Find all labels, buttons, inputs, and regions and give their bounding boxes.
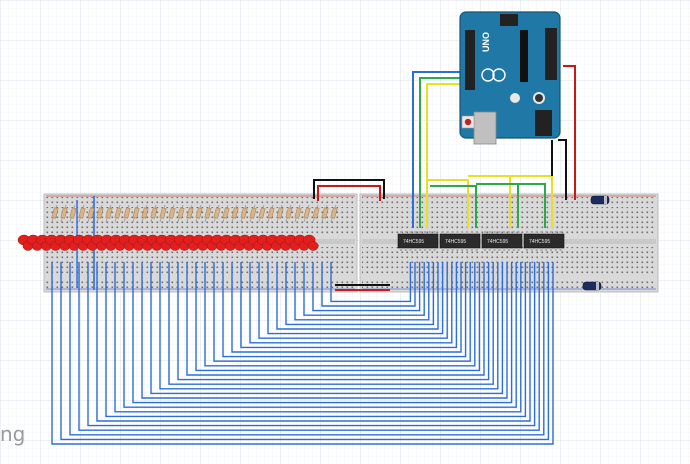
resistor [123, 204, 131, 223]
resistor [321, 204, 329, 223]
resistor-row [51, 204, 338, 223]
resistor [249, 204, 257, 223]
led-wire [78, 262, 540, 431]
chip-4: 74HC595 [523, 231, 565, 251]
led-wire [294, 262, 430, 321]
resistor [330, 204, 338, 223]
led-wire [213, 262, 471, 362]
resistor [258, 204, 266, 223]
power-jack [535, 110, 552, 136]
led-wire [96, 262, 531, 422]
resistor [168, 204, 176, 223]
atmega-chip [520, 30, 528, 82]
led-wire [303, 262, 425, 316]
resistor [60, 204, 68, 223]
resistor [87, 204, 95, 223]
led-wire [159, 262, 499, 390]
led-wire [258, 262, 448, 339]
capacitor-top [590, 195, 610, 205]
control-wires [412, 65, 576, 228]
shift-register-chips: 74HC595 74HC595 74HC595 74HC595 [397, 231, 565, 251]
arduino-logo [481, 68, 495, 82]
led-wire [132, 262, 513, 404]
resistor [222, 204, 230, 223]
chip-label: 74HC595 [403, 239, 424, 245]
capacitor-2 [510, 93, 520, 103]
resistor [141, 204, 149, 223]
resistor [96, 204, 104, 223]
resistor [303, 204, 311, 223]
resistor [69, 204, 77, 223]
led-wire [123, 262, 517, 408]
chip-label: 74HC595 [529, 239, 550, 245]
led-wire [231, 262, 462, 353]
led-wire [105, 262, 527, 418]
resistor [186, 204, 194, 223]
led-wire [87, 262, 536, 427]
resistor [51, 204, 59, 223]
chip-label: 74HC595 [445, 239, 466, 245]
led-wire [114, 262, 522, 413]
led-wire [222, 262, 467, 358]
resistor [105, 204, 113, 223]
led-wire [285, 262, 435, 326]
resistor [213, 204, 221, 223]
resistor [285, 204, 293, 223]
resistor [312, 204, 320, 223]
led-wire [240, 262, 458, 349]
watermark-text: ng [0, 422, 25, 446]
led-wire [195, 262, 481, 372]
resistor [204, 204, 212, 223]
usb-port [473, 111, 497, 145]
led-wire [177, 262, 490, 381]
chip-1: 74HC595 [397, 231, 439, 251]
resistor [240, 204, 248, 223]
led-wire [69, 262, 545, 436]
led-wire [204, 262, 476, 367]
led [302, 234, 320, 251]
chip-3: 74HC595 [481, 231, 523, 251]
resistor [276, 204, 284, 223]
resistor [231, 204, 239, 223]
led-wire [267, 262, 444, 335]
arduino-uno-board: UNO [459, 11, 561, 145]
resistor [267, 204, 275, 223]
led-wire [312, 262, 421, 312]
resistor [195, 204, 203, 223]
resistor [114, 204, 122, 223]
led-wire [150, 262, 504, 395]
led-row [17, 234, 320, 251]
arduino-label: UNO [481, 32, 491, 52]
icsp-header [500, 14, 518, 26]
resistor [177, 204, 185, 223]
chip-2: 74HC595 [439, 231, 481, 251]
reset-button [464, 118, 472, 126]
led-wire [51, 262, 554, 445]
led-wire [276, 262, 439, 330]
digital-header [545, 28, 557, 80]
resistor [159, 204, 167, 223]
resistor [132, 204, 140, 223]
led-wire [330, 262, 412, 303]
led-wire [141, 262, 508, 399]
analog-header [465, 30, 475, 90]
resistor [78, 204, 86, 223]
capacitor-bottom [582, 281, 602, 291]
led-wire [168, 262, 494, 385]
led-wire [60, 262, 550, 441]
power-jumpers [313, 179, 390, 291]
chip-label: 74HC595 [487, 239, 508, 245]
resistor [294, 204, 302, 223]
led-wire [249, 262, 453, 344]
led-wire-bundle [51, 196, 554, 445]
led-wire [186, 262, 485, 376]
led-wire [321, 262, 416, 307]
resistor [150, 204, 158, 223]
